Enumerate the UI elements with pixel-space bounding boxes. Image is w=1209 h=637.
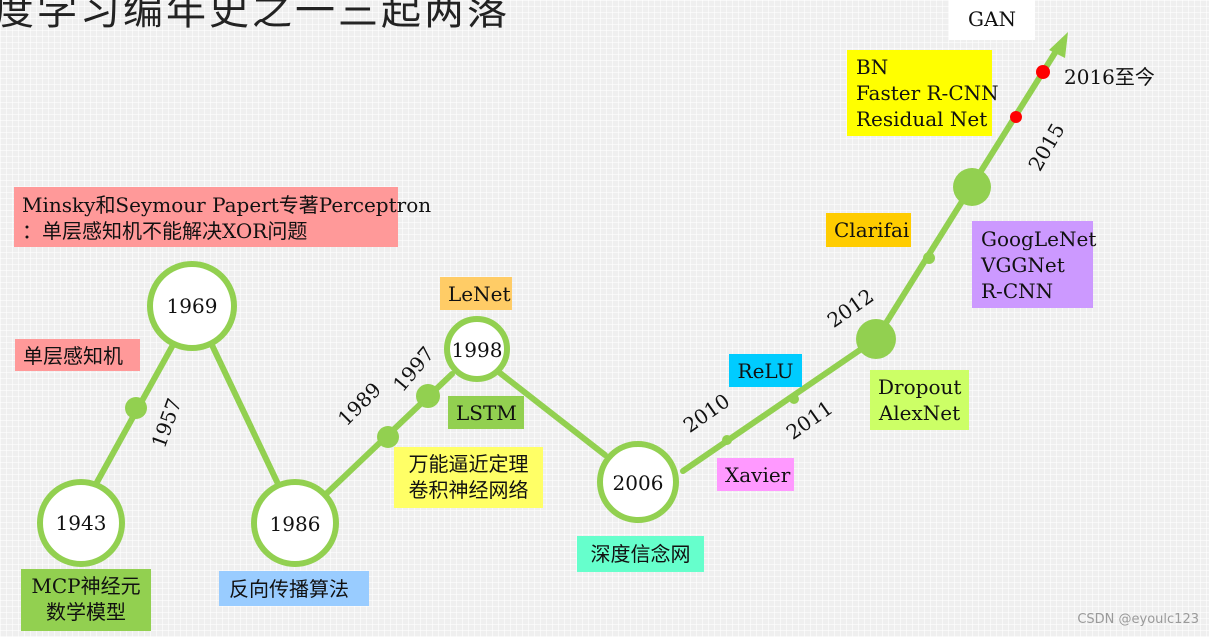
box-backprop: 反向传播算法 [219,571,369,606]
node-ring-1998 [444,316,510,382]
box-line: BN [856,55,889,79]
dot-2012 [856,319,896,359]
timeline-segment [680,336,879,474]
box-googlenet: GoogLeNet VGGNet R-CNN [972,221,1097,308]
node-ring-1943 [37,479,125,567]
box-line: 数学模型 [46,600,126,624]
dot-1989 [377,426,399,448]
box-line: MCP神经元 [31,574,141,598]
node-label-1986: 1986 [269,512,321,536]
node-ring-1969 [147,261,237,351]
node-label-1998: 1998 [451,338,503,362]
dot-2011 [789,394,799,404]
box-lstm: LSTM [448,396,524,429]
node-rings [37,261,679,567]
node-label-1969: 1969 [166,294,218,318]
box-gan: GAN [949,0,1035,40]
dot-2014 [953,168,991,206]
dot-1997 [416,384,440,408]
box-minsky-perceptron: Minsky和Seymour Papert专著Perceptron ：单层感知机… [14,187,432,247]
box-line: AlexNet [878,401,961,425]
milestone-dots [125,65,1050,448]
box-relu: ReLU [729,354,802,387]
box-line: Residual Net [856,107,988,131]
box-lenet: LeNet [440,277,512,310]
box-line: R-CNN [981,279,1054,303]
box-line: 万能逼近定理 [408,452,529,476]
timeline-segment [497,370,608,458]
box-line: Dropout [878,375,962,399]
dot-2010 [722,435,732,445]
box-clarifai: Clarifai [826,213,911,247]
box-dropout-alexnet: Dropout AlexNet [870,370,969,430]
dot-2012-clarifai [923,252,935,264]
dot-2016 [1036,65,1050,79]
node-ring-2006 [597,441,679,523]
box-bn-resnet: BN Faster R-CNN Residual Net [847,50,999,136]
box-xavier: Xavier [717,458,794,491]
dot-2015 [1010,111,1022,123]
box-dbn: 深度信念网 [577,536,704,572]
box-line: VGGNet [981,253,1065,277]
arrow-head-icon [1049,32,1068,58]
node-ring-1986 [251,479,339,567]
node-label-2006: 2006 [612,471,664,495]
timeline-segment [208,340,282,489]
box-line: 卷积神经网络 [408,478,529,502]
box-line: ：单层感知机不能解决XOR问题 [22,219,308,243]
box-universal-approx: 万能逼近定理 卷积神经网络 [394,447,543,508]
node-label-1943: 1943 [55,511,107,535]
box-line: Minsky和Seymour Papert专著Perceptron [22,193,432,217]
box-single-perceptron: 单层感知机 [15,339,140,371]
watermark: CSDN @eyoulc123 [1077,612,1199,627]
dot-1957 [125,397,147,419]
box-line: GoogLeNet [981,227,1097,251]
year-label-2016: 2016至今 [1064,65,1155,89]
page-title: 度学习编年史之一三起两落 [0,0,510,34]
box-line: Faster R-CNN [856,81,999,105]
box-mcp-neuron: MCP神经元 数学模型 [21,569,151,631]
